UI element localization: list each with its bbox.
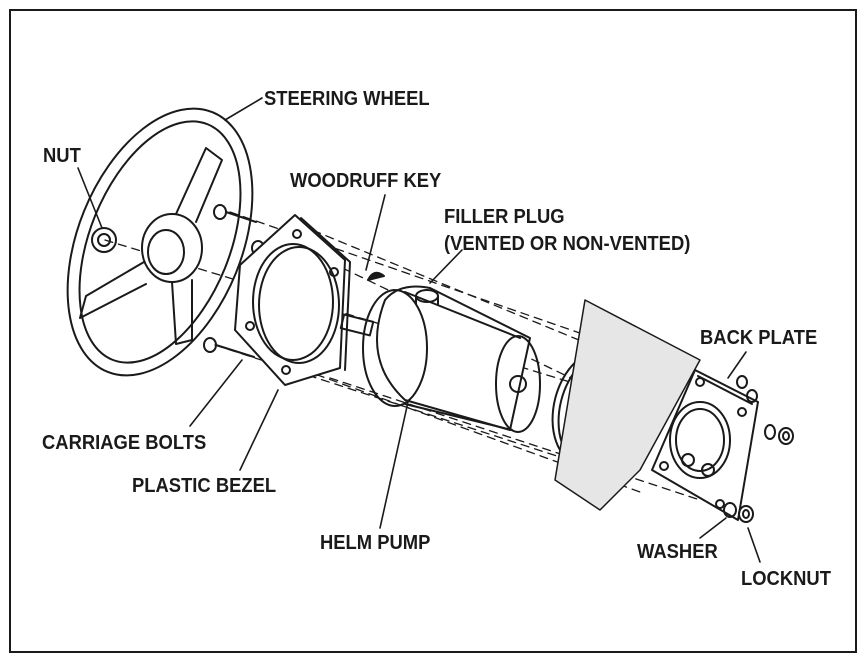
label-locknut: LOCKNUT (741, 568, 831, 590)
leader-lines (77, 97, 761, 563)
back-plate (651, 369, 759, 521)
label-nut: NUT (43, 145, 81, 167)
steering-wheel (66, 107, 254, 377)
label-woodruff-key: WOODRUFF KEY (290, 170, 442, 192)
washers-locknuts (723, 375, 794, 523)
label-washer: WASHER (637, 541, 718, 563)
helm-pump (339, 285, 541, 433)
label-filler-plug-line1: FILLER PLUG (444, 206, 565, 228)
label-plastic-bezel: PLASTIC BEZEL (132, 475, 277, 497)
label-filler-plug-line2: (VENTED OR NON-VENTED) (444, 233, 691, 255)
label-helm-pump: HELM PUMP (320, 532, 431, 554)
plastic-bezel (234, 214, 351, 386)
mounting-panel (554, 299, 701, 511)
diagram-frame (9, 9, 857, 653)
woodruff-key (367, 271, 385, 281)
label-steering-wheel: STEERING WHEEL (264, 88, 430, 110)
label-carriage-bolts: CARRIAGE BOLTS (42, 432, 207, 454)
label-back-plate: BACK PLATE (700, 327, 818, 349)
